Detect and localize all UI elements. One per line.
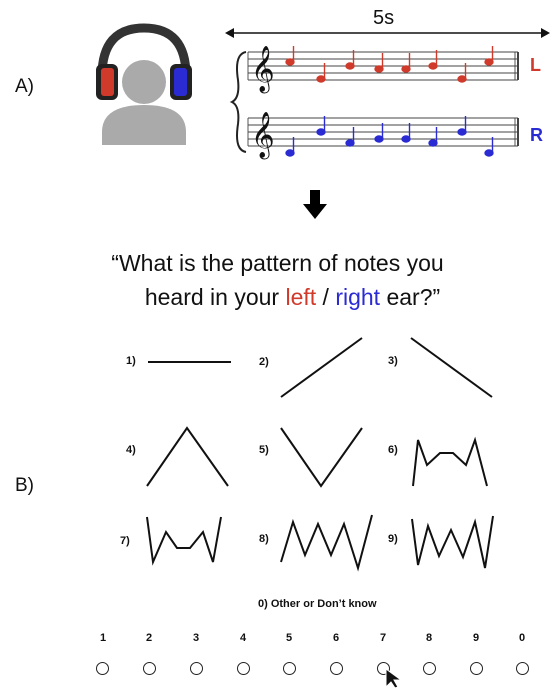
pattern-options: [146, 337, 494, 572]
left-ear-notes: [285, 46, 494, 83]
other-option-label: 0) Other or Don’t know: [258, 598, 377, 610]
music-staves: 𝄞 𝄞: [229, 46, 519, 160]
question-text-end: ear?”: [380, 284, 441, 310]
scale-number: 9: [472, 632, 480, 644]
panel-b-label: B): [15, 475, 34, 496]
pattern-triple-peak[interactable]: [280, 514, 373, 572]
radio-option-3[interactable]: [190, 662, 203, 675]
scale-number: 2: [145, 632, 153, 644]
pattern-w-shape[interactable]: [146, 516, 222, 566]
option-7-label: 7): [120, 535, 130, 547]
left-earcup-color: [101, 68, 114, 96]
radio-option-9[interactable]: [470, 662, 483, 675]
right-ear-label: R: [530, 125, 543, 145]
pattern-rising[interactable]: [280, 337, 363, 398]
option-8-label: 8): [259, 533, 269, 545]
treble-clef-icon: 𝄞: [251, 46, 275, 94]
panel-a-label: A): [15, 76, 34, 97]
person-with-headphones-icon: [96, 23, 192, 145]
question-text: heard in your: [144, 284, 286, 310]
radio-option-2[interactable]: [143, 662, 156, 675]
question-right-word: right: [335, 284, 381, 310]
radio-option-5[interactable]: [283, 662, 296, 675]
duration-label: 5s: [373, 7, 395, 29]
pattern-double-w[interactable]: [411, 515, 494, 569]
right-earcup-color: [174, 68, 187, 96]
torso-shape: [102, 105, 186, 145]
radio-option-1[interactable]: [96, 662, 109, 675]
option-5-label: 5): [259, 444, 269, 456]
mouse-cursor-icon: [385, 668, 403, 688]
option-9-label: 9): [388, 533, 398, 545]
question-separator: /: [316, 284, 336, 310]
option-4-label: 4): [126, 444, 136, 456]
left-ear-label: L: [530, 55, 541, 75]
scale-number: 3: [192, 632, 200, 644]
radio-option-8[interactable]: [423, 662, 436, 675]
option-3-label: 3): [388, 355, 398, 367]
pattern-falling[interactable]: [410, 337, 493, 398]
duration-arrow: [225, 28, 550, 38]
scale-number: 6: [332, 632, 340, 644]
headband-shape: [97, 23, 191, 81]
question-left-word: left: [285, 284, 317, 310]
right-ear-notes: [285, 116, 494, 157]
pattern-valley[interactable]: [280, 427, 363, 488]
pattern-m-shape[interactable]: [412, 436, 488, 487]
brace-icon: [229, 51, 247, 153]
scale-number: 1: [99, 632, 107, 644]
radio-option-0[interactable]: [516, 662, 529, 675]
scale-number: 7: [379, 632, 387, 644]
scale-number: 5: [285, 632, 293, 644]
radio-option-6[interactable]: [330, 662, 343, 675]
down-arrow-icon: [303, 190, 327, 219]
treble-clef-icon: 𝄞: [251, 112, 275, 160]
option-6-label: 6): [388, 444, 398, 456]
head-shape: [122, 60, 166, 104]
scale-number: 4: [239, 632, 247, 644]
pattern-peak[interactable]: [146, 426, 229, 487]
option-2-label: 2): [259, 356, 269, 368]
option-1-label: 1): [126, 355, 136, 367]
question-line-2: heard in your left / right ear?”: [0, 280, 555, 314]
question-line-1: “What is the pattern of notes you: [111, 250, 444, 276]
scale-number: 0: [518, 632, 526, 644]
scale-number: 8: [425, 632, 433, 644]
radio-option-4[interactable]: [237, 662, 250, 675]
